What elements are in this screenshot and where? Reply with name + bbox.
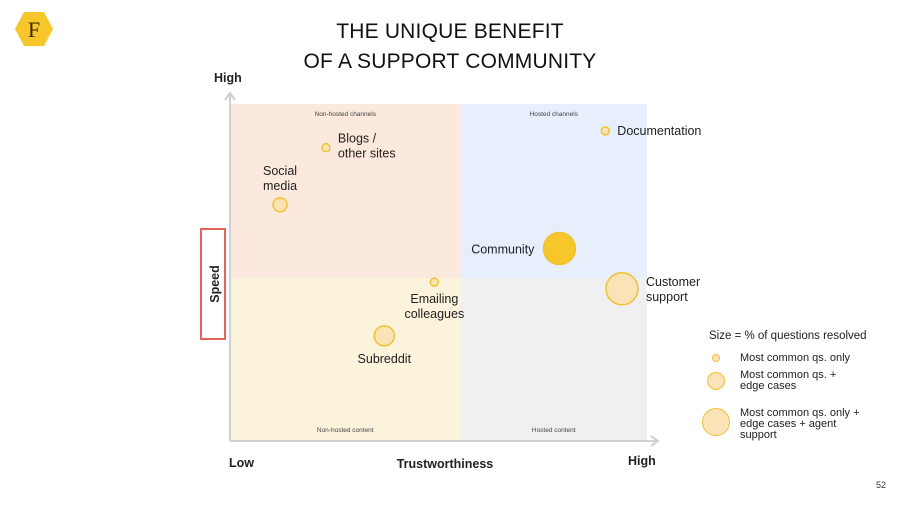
quadrant-bottom-left	[230, 278, 461, 440]
data-point	[272, 197, 288, 213]
legend-item: Most common qs. only + edge cases + agen…	[700, 407, 890, 460]
y-tick-high: High	[214, 71, 242, 85]
quadrant-label: Non-hosted content	[317, 427, 374, 434]
legend-item: Most common qs. + edge cases	[700, 369, 890, 410]
slide-title-line-2: OF A SUPPORT COMMUNITY	[303, 50, 597, 73]
data-point	[605, 272, 639, 306]
data-point-label: Blogs /other sites	[338, 132, 396, 161]
logo-icon: F	[15, 12, 53, 46]
slide-title-line-1: THE UNIQUE BENEFIT	[336, 20, 564, 43]
y-axis-arrow	[224, 91, 236, 101]
quadrant-label: Non-hosted channels	[315, 111, 377, 118]
data-point-label: Subreddit	[358, 352, 412, 366]
data-point	[429, 277, 440, 287]
legend-item: Most common qs. only	[700, 352, 890, 372]
legend-label: Most common qs. only	[740, 352, 851, 364]
data-point-label: Community	[471, 242, 535, 256]
y-axis-label: Speed	[208, 265, 222, 303]
quadrant-label: Hosted content	[532, 427, 576, 434]
quadrant-label: Hosted channels	[530, 111, 579, 118]
legend-label: Most common qs. only + edge cases + agen…	[740, 407, 860, 441]
legend-swatch	[702, 408, 730, 436]
data-point-label: Documentation	[617, 124, 701, 138]
legend-swatch	[712, 354, 720, 362]
legend-title: Size = % of questions resolved	[709, 330, 867, 342]
data-point	[600, 126, 611, 136]
speed-highlight-box	[200, 228, 226, 340]
x-tick-low: Low	[229, 456, 254, 470]
x-axis-arrow	[650, 435, 660, 447]
quadrant-top-left	[230, 104, 461, 278]
page-number: 52	[875, 480, 886, 490]
data-point	[321, 142, 331, 153]
data-point	[373, 325, 396, 347]
logo-hexagon	[15, 12, 53, 46]
legend-label: Most common qs. + edge cases	[740, 369, 837, 392]
x-axis-label: Trustworthiness	[397, 457, 494, 471]
data-point	[542, 231, 577, 266]
legend: Size = % of questions resolved Most comm…	[700, 330, 890, 441]
logo-letter: F	[28, 17, 40, 42]
quadrant-bottom-right	[460, 278, 647, 440]
x-tick-high: High	[628, 454, 656, 468]
legend-swatch	[707, 372, 725, 390]
